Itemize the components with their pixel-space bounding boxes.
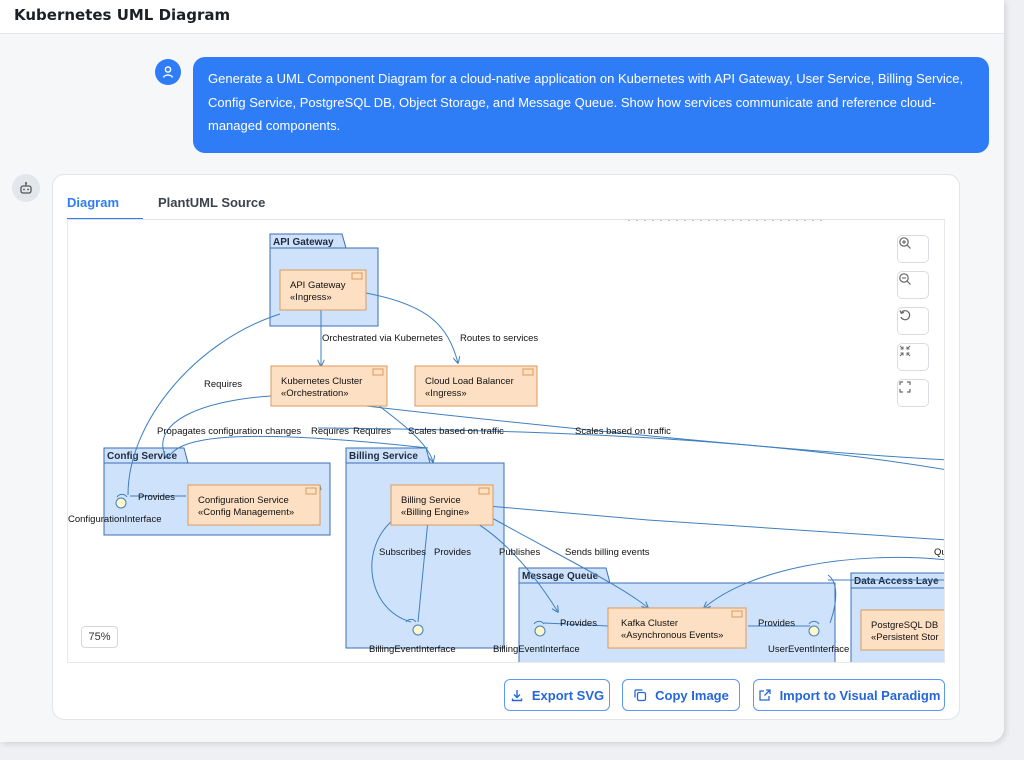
component-api-gateway-stereotype: «Ingress»	[290, 292, 332, 303]
edges	[127, 292, 944, 627]
import-visual-paradigm-label: Import to Visual Paradigm	[779, 687, 941, 703]
package-data-access-label: Data Access Laye	[854, 576, 939, 587]
component-config-stereotype: «Config Management»	[198, 507, 294, 518]
tab-diagram[interactable]: Diagram	[67, 195, 120, 210]
edge-label-scales-2: Scales based on traffic	[575, 426, 671, 437]
response-card: Diagram PlantUML Source API Gateway	[52, 174, 960, 720]
user-avatar	[155, 59, 181, 85]
download-icon	[511, 690, 523, 702]
component-billing-service[interactable]: Billing Service «Billing Engine»	[390, 484, 494, 526]
component-k8s-stereotype: «Orchestration»	[281, 388, 349, 399]
interface-user-event: UserEventInterface	[768, 620, 849, 655]
edge-label-orchestrated: Orchestrated via Kubernetes	[322, 333, 443, 344]
edge-label-requires-2: Requires	[311, 426, 349, 437]
component-configuration-service[interactable]: Configuration Service «Config Management…	[187, 484, 321, 526]
edge-label-provides-mq-left: Provides	[560, 618, 597, 629]
edge-label-requires-1: Requires	[204, 379, 242, 390]
component-postgres-stereotype: «Persistent Stor	[871, 632, 939, 643]
external-link-icon	[758, 689, 771, 701]
edge-label-provides-billing: Provides	[434, 547, 471, 558]
edge-labels: Orchestrated via Kubernetes Routes to se…	[138, 333, 945, 629]
interface-billing-event: BillingEventInterface	[369, 618, 456, 655]
component-api-gateway-name: API Gateway	[290, 280, 346, 291]
reset-view-button[interactable]	[897, 307, 929, 335]
component-k8s-name: Kubernetes Cluster	[281, 376, 362, 387]
zoom-out-button[interactable]	[897, 271, 929, 299]
component-lb-name: Cloud Load Balancer	[425, 376, 514, 387]
component-billing-name: Billing Service	[401, 495, 461, 506]
copy-image-button[interactable]: Copy Image	[622, 679, 740, 711]
window-title: Kubernetes UML Diagram	[14, 6, 231, 24]
edge-label-cut: Qu	[934, 547, 945, 558]
uml-diagram: API Gateway Config Service Billing Servi…	[68, 220, 945, 662]
export-svg-button[interactable]: Export SVG	[504, 679, 610, 711]
interface-billing-event-label: BillingEventInterface	[369, 644, 456, 655]
title-bar: Kubernetes UML Diagram	[0, 0, 1004, 34]
copy-icon	[634, 689, 647, 702]
component-api-gateway[interactable]: API Gateway «Ingress»	[279, 269, 367, 311]
component-postgresql-db[interactable]: PostgreSQL DB «Persistent Stor	[860, 609, 945, 651]
package-config-service-label: Config Service	[107, 451, 177, 462]
collapse-view-button[interactable]	[897, 343, 929, 371]
interface-billing-event-mq: BillingEventInterface	[493, 620, 580, 655]
edge-label-sends-billing: Sends billing events	[565, 547, 650, 558]
component-postgres-name: PostgreSQL DB	[871, 620, 938, 631]
user-message-text: Generate a UML Component Diagram for a c…	[208, 71, 964, 133]
edge-label-routes: Routes to services	[460, 333, 538, 344]
interface-config: ConfigurationInterface	[68, 493, 161, 525]
diagram-canvas[interactable]: API Gateway Config Service Billing Servi…	[67, 219, 945, 663]
component-cloud-load-balancer[interactable]: Cloud Load Balancer «Ingress»	[414, 365, 538, 407]
app-window: Kubernetes UML Diagram Generate a UML Co…	[0, 0, 1004, 720]
import-visual-paradigm-button[interactable]: Import to Visual Paradigm	[753, 679, 945, 711]
edge-label-requires-3: Requires	[353, 426, 391, 437]
zoom-level-badge: 75%	[81, 626, 118, 648]
interface-billing-event-mq-label: BillingEventInterface	[493, 644, 580, 655]
component-kafka-name: Kafka Cluster	[621, 618, 678, 629]
export-svg-label: Export SVG	[531, 687, 605, 703]
fullscreen-button[interactable]	[897, 379, 929, 407]
zoom-in-icon	[899, 237, 911, 249]
package-message-queue-label: Message Queue	[522, 571, 599, 582]
edge-label-propagates: Propagates configuration changes	[157, 426, 301, 437]
edge-label-provides-config: Provides	[138, 492, 175, 503]
component-lb-stereotype: «Ingress»	[425, 388, 467, 399]
user-icon	[162, 66, 174, 78]
component-config-name: Configuration Service	[198, 495, 289, 506]
copy-image-label: Copy Image	[655, 687, 729, 703]
fullscreen-icon	[899, 381, 911, 393]
edge-label-publishes: Publishes	[499, 547, 540, 558]
edge-label-scales-1: Scales based on traffic	[408, 426, 504, 437]
collapse-icon	[899, 345, 911, 357]
component-kafka-stereotype: «Asynchronous Events»	[621, 630, 723, 641]
package-billing-service-label: Billing Service	[349, 451, 418, 462]
zoom-out-icon	[899, 273, 911, 285]
robot-icon	[20, 182, 32, 194]
user-message-bubble: Generate a UML Component Diagram for a c…	[193, 57, 989, 153]
component-billing-stereotype: «Billing Engine»	[401, 507, 469, 518]
zoom-in-button[interactable]	[897, 235, 929, 263]
reset-icon	[899, 310, 911, 321]
tab-plantuml-source[interactable]: PlantUML Source	[158, 195, 266, 210]
bot-avatar	[12, 174, 40, 202]
edge-label-provides-mq-right: Provides	[758, 618, 795, 629]
package-api-gateway-label: API Gateway	[273, 237, 334, 248]
interface-config-label: ConfigurationInterface	[68, 514, 161, 525]
interface-user-event-label: UserEventInterface	[768, 644, 849, 655]
component-kafka-cluster[interactable]: Kafka Cluster «Asynchronous Events»	[607, 607, 747, 649]
edge-label-subscribes: Subscribes	[379, 547, 426, 558]
component-kubernetes-cluster[interactable]: Kubernetes Cluster «Orchestration»	[270, 365, 388, 407]
